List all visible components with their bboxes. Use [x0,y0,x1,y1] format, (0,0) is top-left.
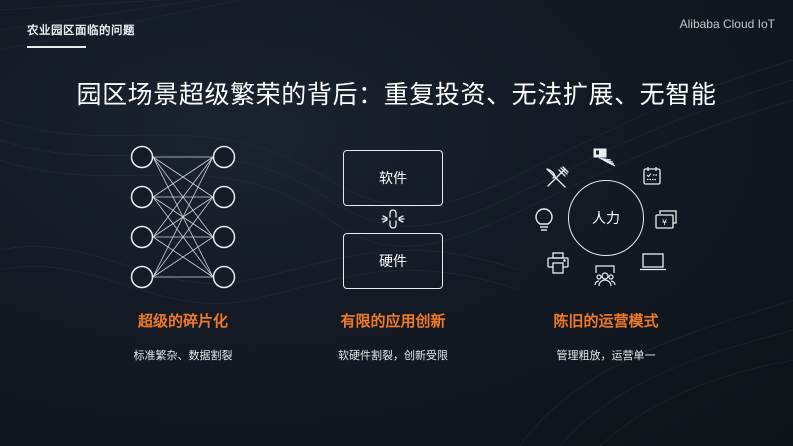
column-2-title: 有限的应用创新 [340,312,446,330]
network-mesh-graphic [130,145,236,289]
section-title: 农业园区面临的问题 [27,23,135,37]
yen-bill-icon: ¥ [655,210,677,229]
column-2-subtitle: 软硬件割裂，创新受限 [338,349,448,362]
hardware-box: 硬件 [343,233,443,289]
column-1-title: 超级的碎片化 [137,312,228,330]
svg-text:¥: ¥ [662,218,667,227]
manpower-label: 人力 [592,211,620,227]
id-cards-icon [593,148,616,167]
hardware-label: 硬件 [379,254,407,270]
column-3-subtitle: 管理粗放，运营单一 [556,349,656,362]
section-title-underline [27,46,86,48]
software-box: 软件 [343,150,443,206]
presentation-people-icon [594,265,616,287]
lightbulb-icon [535,208,553,231]
column-1-subtitle: 标准繁杂、数据割裂 [133,349,233,362]
calendar-icon [643,167,661,185]
fork-knife-icon [546,166,569,188]
printer-icon [547,252,569,274]
column-3-title: 陈旧的运营模式 [553,312,659,330]
laptop-icon [640,253,666,271]
manpower-circle: 人力 [568,180,644,256]
page-headline: 园区场景超级繁荣的背后：重复投资、无法扩展、无智能 [76,80,717,109]
software-label: 软件 [379,171,407,187]
broken-link-icon [381,209,405,229]
brand-label: Alibaba Cloud IoT [679,17,775,31]
